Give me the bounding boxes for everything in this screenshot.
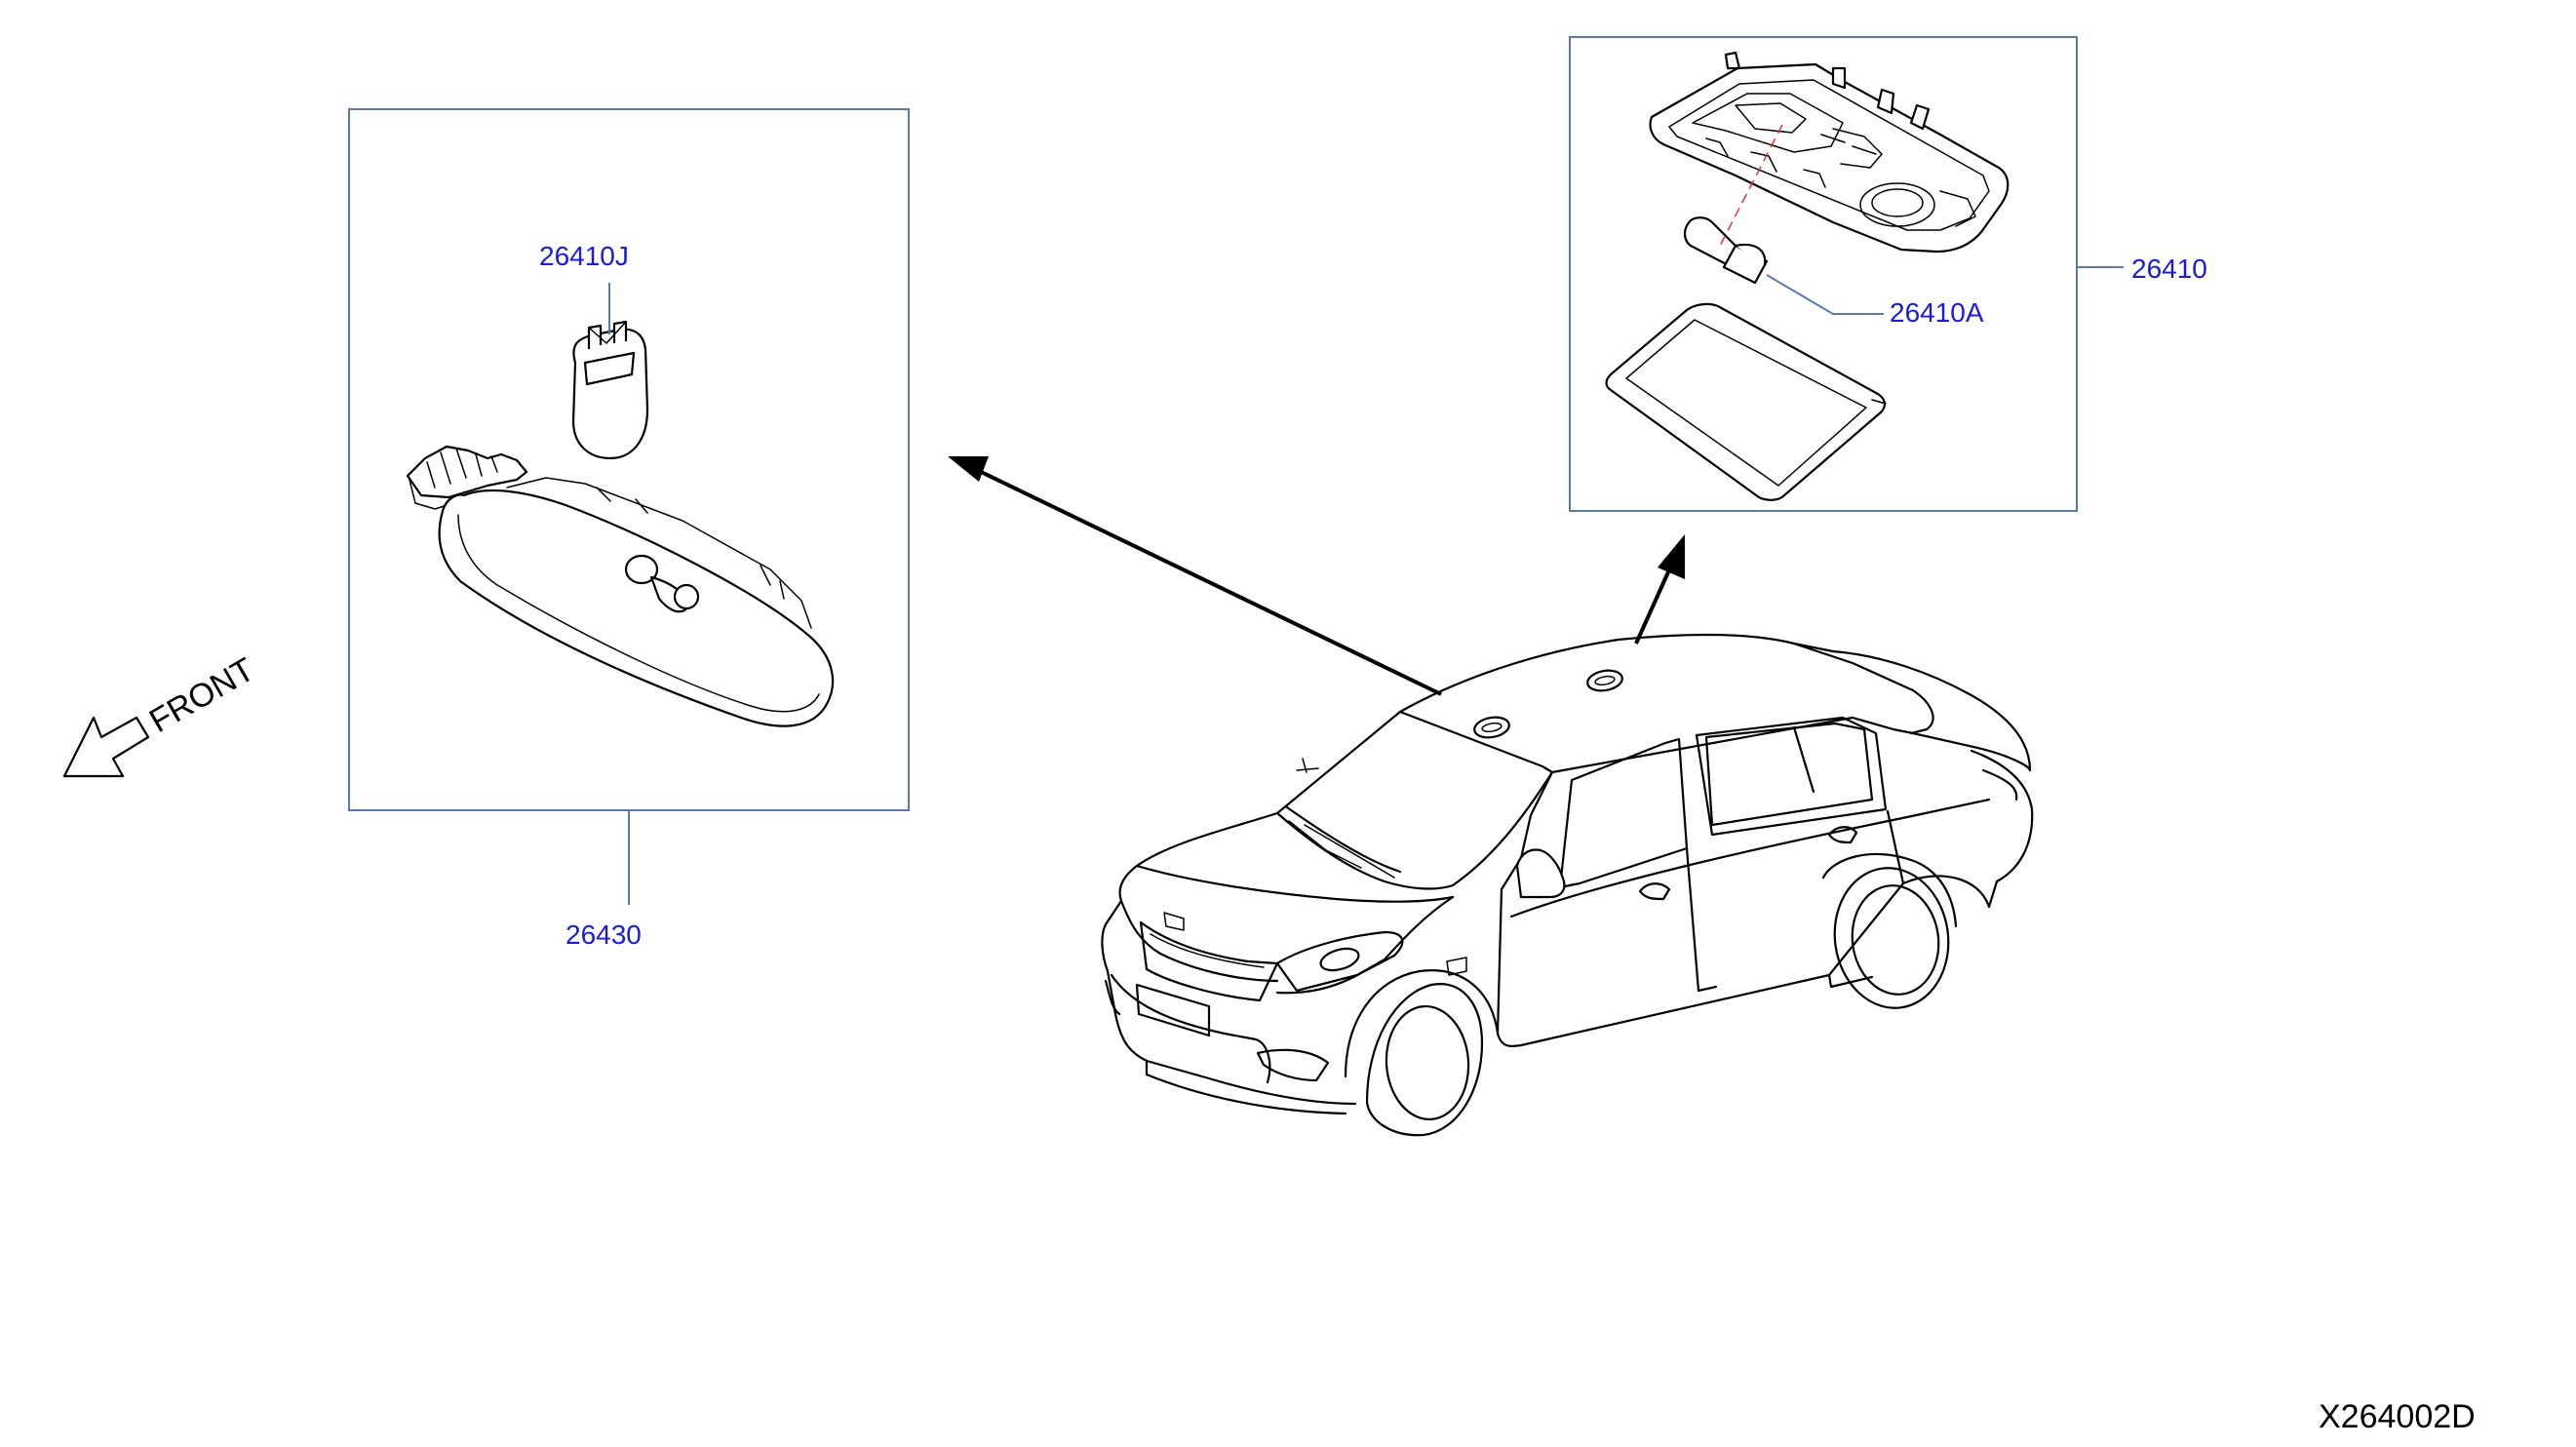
front-arrow-icon <box>62 716 150 778</box>
map-lamp-assembly[interactable] <box>1649 51 2010 254</box>
room-lamp-callout: 26410J 26430 <box>348 108 910 950</box>
car-illustration <box>1101 633 2034 1137</box>
map-lamp-lens[interactable] <box>1605 302 1887 501</box>
map-lamp-bulb[interactable] <box>1683 216 1769 285</box>
map-lamp-pointer-arrow <box>1634 534 1685 645</box>
room-lamp-assembly-part-number[interactable]: 26430 <box>566 919 642 950</box>
room-lamp-pointer-arrow <box>948 456 1442 696</box>
front-direction-label: FRONT <box>143 650 260 739</box>
room-lamp-bulb-part-number[interactable]: 26410J <box>539 241 629 271</box>
roof-map-lamp-marker <box>1586 669 1623 692</box>
map-lamp-bulb-part-number[interactable]: 26410A <box>1890 297 1984 328</box>
room-lamp-bulb[interactable] <box>571 320 649 460</box>
diagram-code: X264002D <box>2319 1398 2476 1435</box>
map-lamp-assembly-part-number[interactable]: 26410 <box>2131 254 2207 284</box>
map-lamp-callout-box <box>1569 36 2078 512</box>
map-lamp-callout: 26410A <box>1569 36 2124 512</box>
map-lamp-bulb-leader <box>1766 274 1884 315</box>
map-lamp-bulb-centerline <box>1717 124 1783 251</box>
room-lamp-assembly[interactable] <box>406 445 835 727</box>
roof-room-lamp-marker <box>1473 716 1510 739</box>
